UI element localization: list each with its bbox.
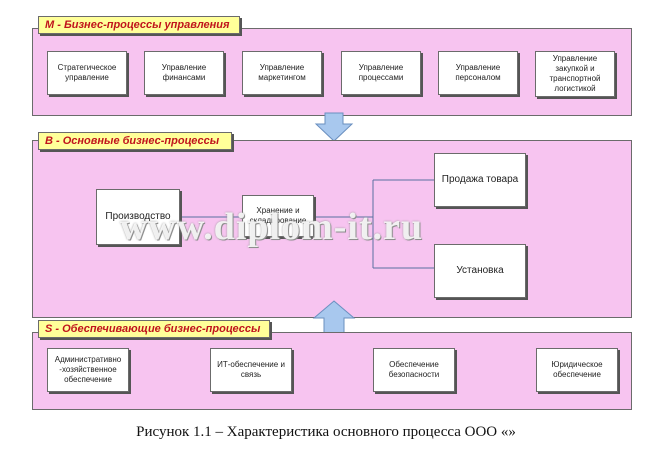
management-item: Управление финансами <box>144 51 224 95</box>
process-connectors <box>180 179 434 269</box>
storage-box: Хранение и складирование <box>242 195 314 237</box>
support-item: Юридическое обеспечение <box>536 348 618 392</box>
management-panel-label: M - Бизнес-процессы управления <box>38 16 240 34</box>
management-item: Управление персоналом <box>438 51 518 95</box>
watermark: www.diplom-it.ru <box>120 206 424 248</box>
management-item: Управление маркетингом <box>242 51 322 95</box>
management-item: Стратегическое управление <box>47 51 127 95</box>
management-panel <box>32 28 632 116</box>
arrow-up-icon <box>312 300 356 334</box>
management-item: Управление закупкой и транспортной логис… <box>535 51 615 97</box>
management-item: Управление процессами <box>341 51 421 95</box>
core-panel-label: B - Основные бизнес-процессы <box>38 132 232 150</box>
support-item: ИТ-обеспечение и связь <box>210 348 292 392</box>
support-item: Административно -хозяйственное обеспечен… <box>47 348 129 392</box>
support-panel-label: S - Обеспечивающие бизнес-процессы <box>38 320 270 338</box>
support-panel <box>32 332 632 410</box>
arrow-down-icon <box>314 112 354 142</box>
support-item: Обеспечение безопасности <box>373 348 455 392</box>
figure-caption: Рисунок 1.1 – Характеристика основного п… <box>136 424 516 440</box>
installation-box: Установка <box>434 244 526 298</box>
production-box: Производство <box>96 189 180 245</box>
sales-box: Продажа товара <box>434 153 526 207</box>
